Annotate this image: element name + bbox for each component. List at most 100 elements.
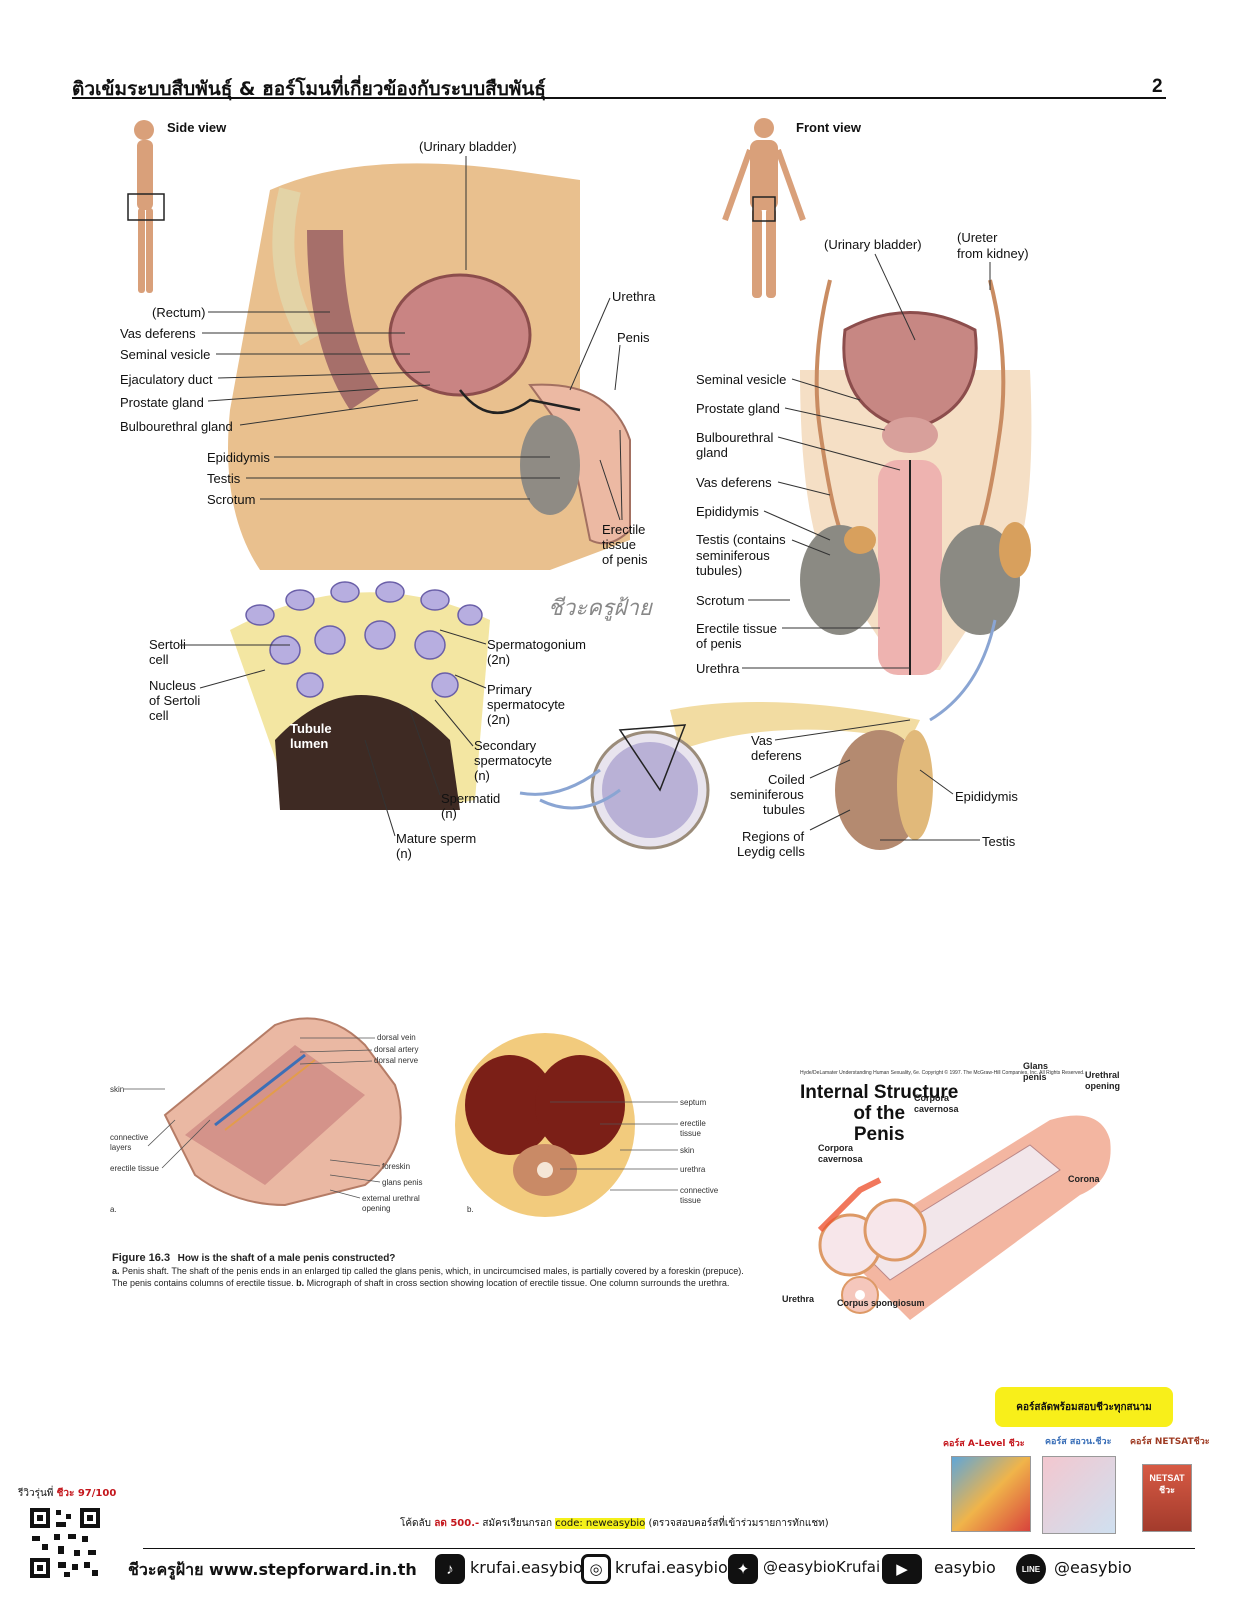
- book-cover-posn[interactable]: [1042, 1456, 1116, 1534]
- footer-rule: [143, 1548, 1195, 1549]
- qr-code[interactable]: [28, 1506, 102, 1580]
- tb-label-spermatogonium-2: (2n): [487, 652, 511, 667]
- pa-panel-label: a.: [110, 1205, 117, 1214]
- tb-label-primary-2: spermatocyte: [487, 697, 566, 712]
- pa-label-connective-2: layers: [110, 1143, 132, 1152]
- tb-label-lumen-1: Tubule: [290, 721, 332, 736]
- tb-label-spermatid-2: (n): [441, 806, 457, 821]
- fv-label-vas-deferens: Vas deferens: [696, 475, 772, 490]
- figure-16-3-caption: Figure 16.3 How is the shaft of a male p…: [112, 1252, 752, 1289]
- sv-label-rectum: (Rectum): [152, 305, 206, 320]
- front-view-title: Front view: [796, 120, 862, 135]
- course-label-alevel[interactable]: คอร์ส A-Level ชีวะ: [943, 1439, 1025, 1449]
- pa-label-connective-1: connective: [110, 1133, 149, 1142]
- pb-panel-label: b.: [467, 1205, 474, 1214]
- side-view-title: Side view: [167, 120, 227, 135]
- fv-label-urethra: Urethra: [696, 661, 740, 676]
- caption-body-c: Micrograph of shaft in cross section sho…: [306, 1278, 730, 1288]
- fv-label-erectile-2: of penis: [696, 636, 742, 651]
- side-view-illustration: [127, 120, 631, 571]
- front-view-human-figure: [722, 118, 806, 298]
- fv-label-testis-3: tubules): [696, 563, 743, 578]
- footer-brand[interactable]: ชีวะครูฝ้าย www.stepforward.in.th: [128, 1560, 417, 1579]
- sv-label-erectile-2: tissue: [602, 537, 636, 552]
- sv-label-urinary-bladder: (Urinary bladder): [419, 139, 517, 154]
- sv-label-seminal-vesicle: Seminal vesicle: [120, 347, 211, 362]
- caption-body-a: Penis shaft. The shaft of the penis ends…: [122, 1266, 744, 1276]
- td-label-testis: Testis: [982, 834, 1016, 849]
- youtube-icon[interactable]: ▶: [882, 1554, 922, 1584]
- tb-label-mature-2: (n): [396, 846, 412, 861]
- caption-b-label: b.: [296, 1278, 305, 1288]
- youtube-handle[interactable]: easybio: [934, 1558, 996, 1577]
- sv-label-ejaculatory-duct: Ejaculatory duct: [120, 372, 213, 387]
- fv-label-erectile-1: Erectile tissue: [696, 621, 777, 636]
- review-text: รีวิวรุ่นพี่ ชีวะ 97/100: [18, 1486, 116, 1501]
- twitter-icon[interactable]: ✦: [728, 1554, 758, 1584]
- review-prefix: รีวิวรุ่นพี่: [18, 1488, 54, 1499]
- tiktok-icon[interactable]: ♪: [435, 1554, 465, 1584]
- tb-label-nucleus-2: of Sertoli: [149, 693, 201, 708]
- td-label-epididymis: Epididymis: [955, 789, 1018, 804]
- instagram-icon[interactable]: ◎: [581, 1554, 611, 1584]
- pa-label-skin: skin: [110, 1085, 125, 1094]
- is-label-cc-top-1: Corpora: [914, 1093, 950, 1103]
- pb-label-erectile-1: erectile: [680, 1119, 706, 1128]
- tb-label-spermatid-1: Spermatid: [441, 791, 501, 806]
- is-label-urethral-2: opening: [1085, 1081, 1120, 1091]
- side-view-human-figure: [127, 120, 165, 293]
- header-rule: [72, 97, 1166, 99]
- internal-structure-title: Internal Structure of the Penis: [800, 1082, 958, 1145]
- pb-label-urethra: urethra: [680, 1165, 706, 1174]
- promo-prefix: โค้ดลับ: [400, 1518, 432, 1529]
- td-label-coiled-3: tubules: [763, 802, 805, 817]
- front-view-leader-lines: [742, 253, 991, 669]
- promo-code-line: โค้ดลับ ลด 500.- สมัครเรียนกรอก code: ne…: [400, 1516, 829, 1531]
- watermark-text: ชีวะครูฝ้าย: [548, 596, 652, 621]
- tb-label-nucleus-1: Nucleus: [149, 678, 196, 693]
- pa-label-dorsal-vein: dorsal vein: [377, 1033, 416, 1042]
- course-label-netsat[interactable]: คอร์ส NETSATชีวะ: [1130, 1437, 1210, 1447]
- book-netsat-label-2: ชีวะ: [1159, 1485, 1175, 1495]
- pb-label-erectile-2: tissue: [680, 1129, 701, 1138]
- is-label-glans-2: penis: [1023, 1072, 1047, 1082]
- sv-label-erectile-1: Erectile: [602, 522, 646, 537]
- pa-label-dorsal-artery: dorsal artery: [374, 1045, 419, 1054]
- is-label-cc-left-2: cavernosa: [818, 1154, 863, 1164]
- promo-code[interactable]: code: neweasybio: [555, 1518, 646, 1529]
- caption-body-b: The penis contains columns of erectile t…: [112, 1278, 294, 1288]
- page-header-title: ติวเข้มระบบสืบพันธุ์ & ฮอร์โมนที่เกี่ยวข…: [72, 78, 546, 100]
- fv-label-scrotum: Scrotum: [696, 593, 745, 608]
- promo-discount: ลด 500.-: [434, 1518, 480, 1529]
- twitter-handle[interactable]: @easybioKrufai: [763, 1558, 881, 1576]
- tb-label-primary-1: Primary: [487, 682, 532, 697]
- pa-label-glans: glans penis: [382, 1178, 423, 1187]
- instagram-handle[interactable]: krufai.easybio: [615, 1558, 728, 1577]
- testis-detail-illustration: [539, 702, 933, 850]
- tiktok-handle[interactable]: krufai.easybio: [470, 1558, 583, 1577]
- internal-title-line-3: Penis: [853, 1124, 905, 1145]
- course-label-posn[interactable]: คอร์ส สอวน.ชีวะ: [1045, 1437, 1112, 1447]
- line-handle[interactable]: @easybio: [1054, 1558, 1132, 1577]
- pb-label-skin: skin: [680, 1146, 695, 1155]
- caption-a-label: a.: [112, 1266, 120, 1276]
- book-cover-netsat[interactable]: NETSAT ชีวะ: [1142, 1464, 1192, 1532]
- sv-label-testis: Testis: [207, 471, 241, 486]
- internal-structure-illustration: [817, 1115, 1111, 1320]
- td-label-coiled-1: Coiled: [768, 772, 805, 787]
- sv-label-erectile-3: of penis: [602, 552, 648, 567]
- book-cover-alevel[interactable]: [951, 1456, 1031, 1532]
- fv-label-bulbourethral-1: Bulbourethral: [696, 430, 774, 445]
- td-label-coiled-2: seminiferous: [730, 787, 804, 802]
- fv-label-seminal-vesicle: Seminal vesicle: [696, 372, 787, 387]
- tb-label-lumen-2: lumen: [290, 736, 329, 751]
- sv-label-bulbourethral-gland: Bulbourethral gland: [120, 419, 233, 434]
- is-label-urethral-1: Urethral: [1085, 1070, 1120, 1080]
- page-number: 2: [1152, 76, 1163, 97]
- sv-label-scrotum: Scrotum: [207, 492, 256, 507]
- promo-sticker[interactable]: คอร์สลัดพร้อมสอบชีวะทุกสนาม: [995, 1387, 1173, 1427]
- internal-title-line-2: of the: [853, 1103, 906, 1124]
- line-icon[interactable]: LINE: [1016, 1554, 1046, 1584]
- is-label-spongiosum: Corpus spongiosum: [837, 1298, 925, 1308]
- sv-label-vas-deferens: Vas deferens: [120, 326, 196, 341]
